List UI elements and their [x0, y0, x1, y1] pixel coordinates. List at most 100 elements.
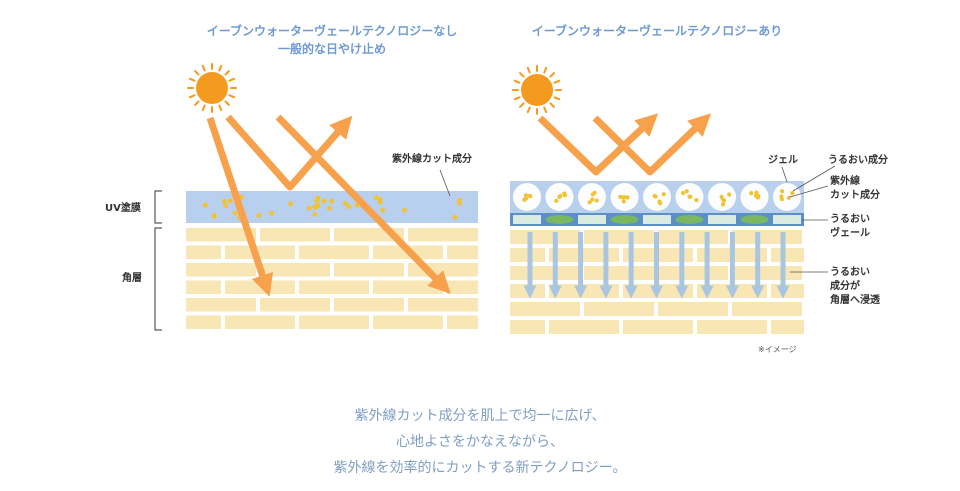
right-leaders — [781, 165, 836, 273]
skin-cell — [623, 320, 693, 334]
uv-dot — [402, 207, 407, 213]
moisture-ingredient-label: うるおい成分 — [828, 155, 888, 166]
skin-cell — [186, 280, 221, 294]
uv-dot — [256, 213, 262, 218]
gel-dot — [652, 193, 657, 199]
skin-cell — [408, 298, 478, 312]
skin-cell — [260, 298, 330, 312]
gel-dot — [720, 202, 726, 207]
sun-ray — [526, 106, 531, 114]
left-stratum-corneum — [186, 228, 478, 329]
skin-cell — [186, 228, 256, 242]
uv-dot — [380, 207, 386, 213]
right-reflected-arrow-2 — [592, 113, 712, 176]
left-sun-icon — [187, 63, 237, 113]
skin-cell — [186, 315, 221, 329]
skin-cell — [510, 230, 580, 244]
skin-cell — [732, 230, 802, 244]
skin-cell — [299, 245, 369, 259]
right-title-line1: イーブンウォーターヴェールテクノロジーあり — [531, 24, 783, 38]
sun-ray — [194, 70, 200, 76]
gel-dot — [779, 189, 785, 194]
veil-cell — [675, 215, 704, 224]
uv-dot — [227, 198, 233, 204]
sun-ray — [194, 100, 200, 106]
skin-cell — [408, 228, 478, 242]
gel-dot — [528, 194, 533, 199]
left-uv-dots — [202, 194, 462, 221]
left-diagram — [154, 63, 478, 331]
right-reflected-arrow-1 — [537, 113, 659, 176]
gel-dot — [625, 195, 630, 200]
right-gel-balls — [513, 183, 801, 211]
skin-cell — [771, 320, 804, 334]
uv-dot — [288, 201, 293, 207]
left-uv-film — [186, 191, 478, 223]
uv-dot — [315, 195, 321, 201]
tagline: 紫外線カット成分を肌上で均一に広げ、 心地よさをかなえながら、 紫外線を効率的に… — [0, 403, 960, 481]
sun-ray — [224, 100, 230, 106]
skin-cell — [447, 280, 478, 294]
penetrate-label: うるおい 成分が 角層へ浸透 — [830, 267, 880, 306]
uv-dot — [232, 210, 238, 216]
tagline-line2: 心地よさをかなえながら、 — [396, 434, 564, 450]
uv-dot — [269, 210, 275, 216]
tagline-line1: 紫外線カット成分を肌上で均一に広げ、 — [354, 408, 606, 424]
skin-cell — [771, 248, 804, 262]
uv-dot — [223, 203, 229, 209]
sun-ray — [218, 64, 223, 72]
left-penetrating-arrow-1 — [206, 116, 274, 297]
skin-cell — [658, 230, 728, 244]
veil-cell — [578, 215, 606, 224]
sun-ray — [513, 96, 521, 101]
veil-cell — [545, 215, 574, 224]
right-veil-cells — [513, 215, 801, 224]
skin-cell — [447, 245, 478, 259]
uv-dot — [373, 195, 379, 201]
gel-dot — [590, 197, 595, 202]
gel-dot — [587, 200, 592, 205]
gel-dot — [680, 190, 686, 196]
sun-ray — [543, 66, 548, 74]
uv-dot — [306, 205, 312, 211]
skin-cell — [697, 320, 767, 334]
skin-cell — [584, 230, 654, 244]
skin-cell — [225, 245, 295, 259]
left-uv-cut-label: 紫外線カット成分 — [392, 154, 472, 165]
veil-cell — [708, 215, 736, 224]
sun-ray — [553, 79, 561, 84]
skin-cell — [334, 298, 404, 312]
skin-cell — [186, 298, 256, 312]
skin-cell — [510, 266, 580, 280]
sun-ray — [553, 96, 561, 101]
gel-dot — [684, 189, 689, 194]
sun-ray — [228, 94, 236, 99]
uv-dot — [457, 200, 462, 206]
uv-dot — [211, 213, 217, 219]
gel-dot — [590, 192, 595, 197]
image-note: ※イメージ — [758, 345, 797, 354]
gel-dot — [661, 192, 666, 197]
veil-cell — [513, 215, 541, 224]
left-uv-cut-leader — [439, 169, 451, 197]
gel-dot — [694, 197, 699, 203]
skin-cell — [732, 302, 802, 316]
gel-dot — [790, 191, 795, 196]
sun-ray — [188, 94, 196, 99]
uv-film-label: UV塗膜 — [105, 203, 141, 214]
gel-dot — [749, 191, 754, 196]
gel-dot — [754, 190, 759, 195]
skin-cell — [658, 266, 728, 280]
skin-cell — [299, 315, 369, 329]
skin-cell — [334, 263, 404, 277]
sun-ray — [224, 70, 230, 76]
right-title: イーブンウォーターヴェールテクノロジーあり — [506, 22, 808, 40]
uv-dot — [321, 198, 327, 204]
sun-ray — [543, 106, 548, 114]
skin-cell — [771, 284, 804, 298]
stratum-corneum-label: 角層 — [122, 273, 142, 284]
gel-dot — [719, 194, 724, 199]
skin-cell — [186, 245, 221, 259]
gel-dot — [657, 199, 662, 204]
gel-dot — [523, 193, 528, 198]
